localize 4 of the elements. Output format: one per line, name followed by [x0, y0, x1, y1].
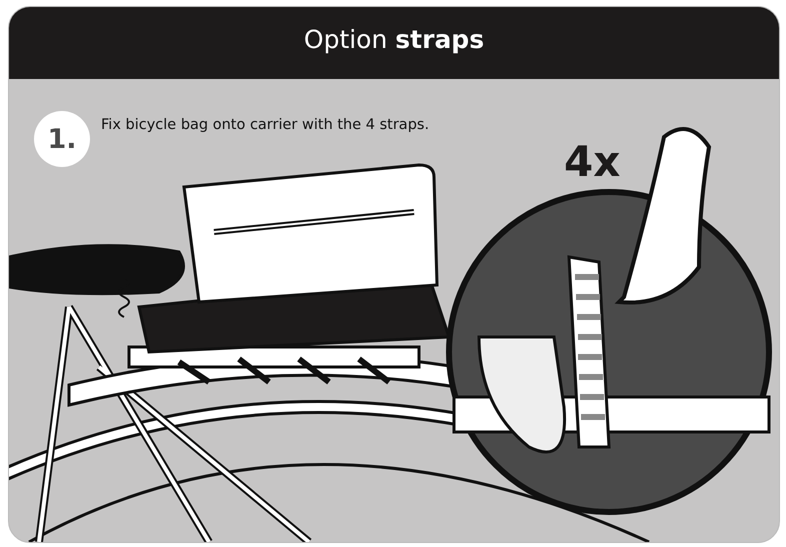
title: Option straps [302, 25, 486, 54]
instruction-text: Fix bicycle bag onto carrier with the 4 straps. [101, 117, 430, 133]
quantity-label: 4x [564, 137, 620, 186]
step-number: 1. [34, 111, 90, 167]
